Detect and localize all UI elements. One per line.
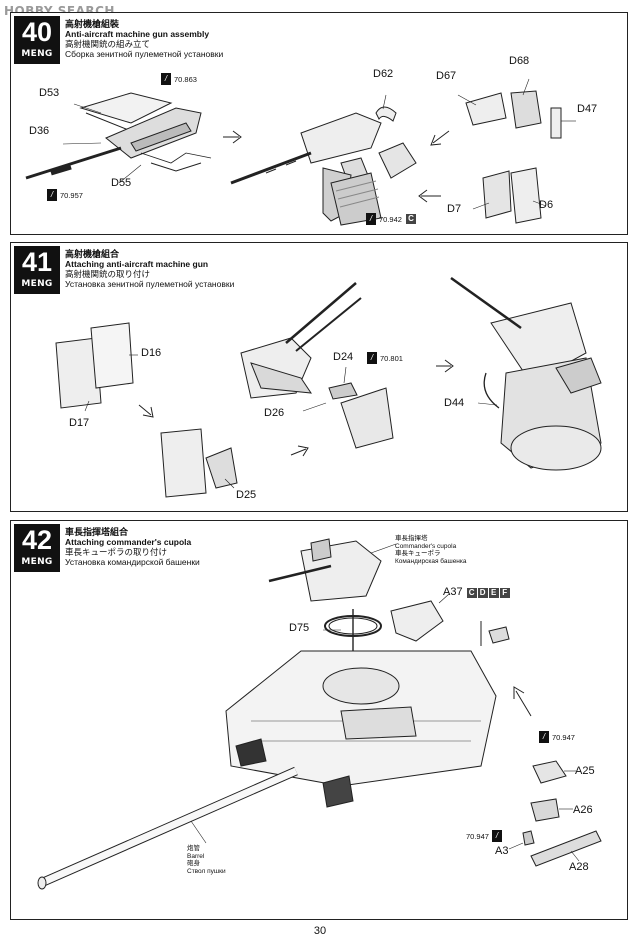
part-label: D25 — [236, 489, 257, 501]
paint-callout: 70.947 / — [466, 830, 502, 842]
part-label: D53 — [39, 87, 60, 99]
step-number: 40 — [21, 17, 53, 47]
paint-callout: / 70.801 — [367, 352, 403, 364]
part-label: D47 — [577, 103, 598, 115]
callout-line: Commander's cupola — [395, 542, 457, 550]
title-japanese: 車長キューポラの取り付け — [65, 547, 168, 557]
title-russian: Установка зенитной пулеметной установки — [65, 279, 235, 289]
step-42-drawing — [37, 538, 602, 890]
brand-logo: MENG — [21, 279, 53, 289]
part-label-a37: A37 — [443, 586, 463, 598]
paint-code: 70.947 — [552, 732, 575, 742]
paint-code: 70.957 — [60, 190, 83, 200]
paint-code: 70.863 — [174, 74, 197, 84]
callout-line: 砲身 — [187, 860, 200, 867]
step-40-titles: 高射機槍組裝 Anti-aircraft machine gun assembl… — [65, 19, 223, 59]
brand-logo: MENG — [21, 557, 53, 567]
paint-code: 70.801 — [380, 353, 403, 363]
title-japanese: 高射機関銃の取り付け — [65, 269, 151, 279]
callout-line: Barrel — [187, 852, 205, 860]
paint-callout: / 70.957 — [47, 189, 83, 201]
part-label: D7 — [447, 203, 462, 215]
title-chinese: 車長指揮塔組合 — [65, 527, 129, 537]
part-label: A25 — [575, 765, 595, 777]
part-label: D44 — [444, 397, 465, 409]
brush-icon: / — [539, 731, 549, 743]
part-label: D24 — [333, 351, 354, 363]
title-english: Attaching anti-aircraft machine gun — [65, 259, 209, 269]
brush-icon: / — [47, 189, 57, 201]
part-label: A3 — [495, 845, 509, 857]
version-badge: E — [488, 588, 499, 598]
brand-logo: MENG — [21, 49, 53, 59]
brush-icon: / — [491, 830, 502, 842]
callout-line: Командирская башенка — [395, 557, 467, 565]
title-english: Anti-aircraft machine gun assembly — [65, 29, 210, 39]
barrel-callout: 炮管 Barrel 砲身 Ствол пушки — [187, 845, 226, 875]
part-label: D68 — [509, 55, 530, 67]
paint-code: 70.942 — [379, 214, 402, 224]
brush-icon: / — [366, 213, 376, 225]
paint-callout: / 70.947 — [539, 731, 575, 743]
title-japanese: 高射機関銃の組み立て — [65, 39, 151, 49]
step-42-titles: 車長指揮塔組合 Attaching commander's cupola 車長キ… — [65, 527, 200, 567]
page-number: 30 — [313, 925, 327, 935]
callout-line: Ствол пушки — [187, 867, 226, 875]
title-russian: Установка командирской башенки — [65, 557, 200, 567]
step-number: 42 — [21, 525, 53, 555]
step-41-titles: 高射機槍組合 Attaching anti-aircraft machine g… — [65, 249, 234, 289]
brush-icon: / — [161, 73, 171, 85]
part-label: D36 — [29, 125, 50, 137]
paint-callout: / 70.863 — [161, 73, 197, 85]
step-40-badge: 40 MENG — [14, 16, 60, 64]
part-label: D16 — [141, 347, 162, 359]
part-label: D26 — [264, 407, 285, 419]
paint-code: 70.947 — [466, 831, 489, 841]
callout-line: 車長キューポラ — [395, 550, 441, 557]
step-41-drawing — [55, 276, 602, 498]
step-42-badge: 42 MENG — [14, 524, 60, 572]
cupola-callout: 車長指揮塔 Commander's cupola 車長キューポラ Команди… — [395, 535, 467, 565]
part-label: D62 — [373, 68, 394, 80]
step-41-badge: 41 MENG — [14, 246, 60, 294]
version-badge: D — [477, 588, 488, 598]
title-russian: Сборка зенитной пулеметной установки — [65, 49, 224, 59]
version-badge: C — [466, 588, 477, 598]
paint-callout: / 70.942 C — [366, 213, 416, 225]
part-label: A28 — [569, 861, 589, 873]
step-40-panel: 40 MENG 高射機槍組裝 Anti-aircraft machine gun… — [10, 12, 628, 235]
title-english: Attaching commander's cupola — [65, 537, 192, 547]
part-label: D17 — [69, 417, 90, 429]
version-badge: F — [499, 588, 510, 598]
step-42-panel: 42 MENG 車長指揮塔組合 Attaching commander's cu… — [10, 520, 628, 920]
title-chinese: 高射機槍組裝 — [65, 19, 120, 29]
part-label: D55 — [111, 177, 132, 189]
callout-line: 車長指揮塔 — [395, 535, 428, 542]
callout-line: 炮管 — [187, 845, 200, 852]
title-chinese: 高射機槍組合 — [65, 249, 120, 259]
brush-icon: / — [367, 352, 377, 364]
step-41-panel: 41 MENG 高射機槍組合 Attaching anti-aircraft m… — [10, 242, 628, 512]
part-label: D67 — [436, 70, 457, 82]
part-label: D75 — [289, 622, 310, 634]
step-40-drawing — [25, 78, 576, 226]
step-number: 41 — [21, 247, 53, 277]
paint-badge: C — [405, 214, 416, 224]
part-label: A26 — [573, 804, 593, 816]
part-label: D6 — [539, 199, 554, 211]
